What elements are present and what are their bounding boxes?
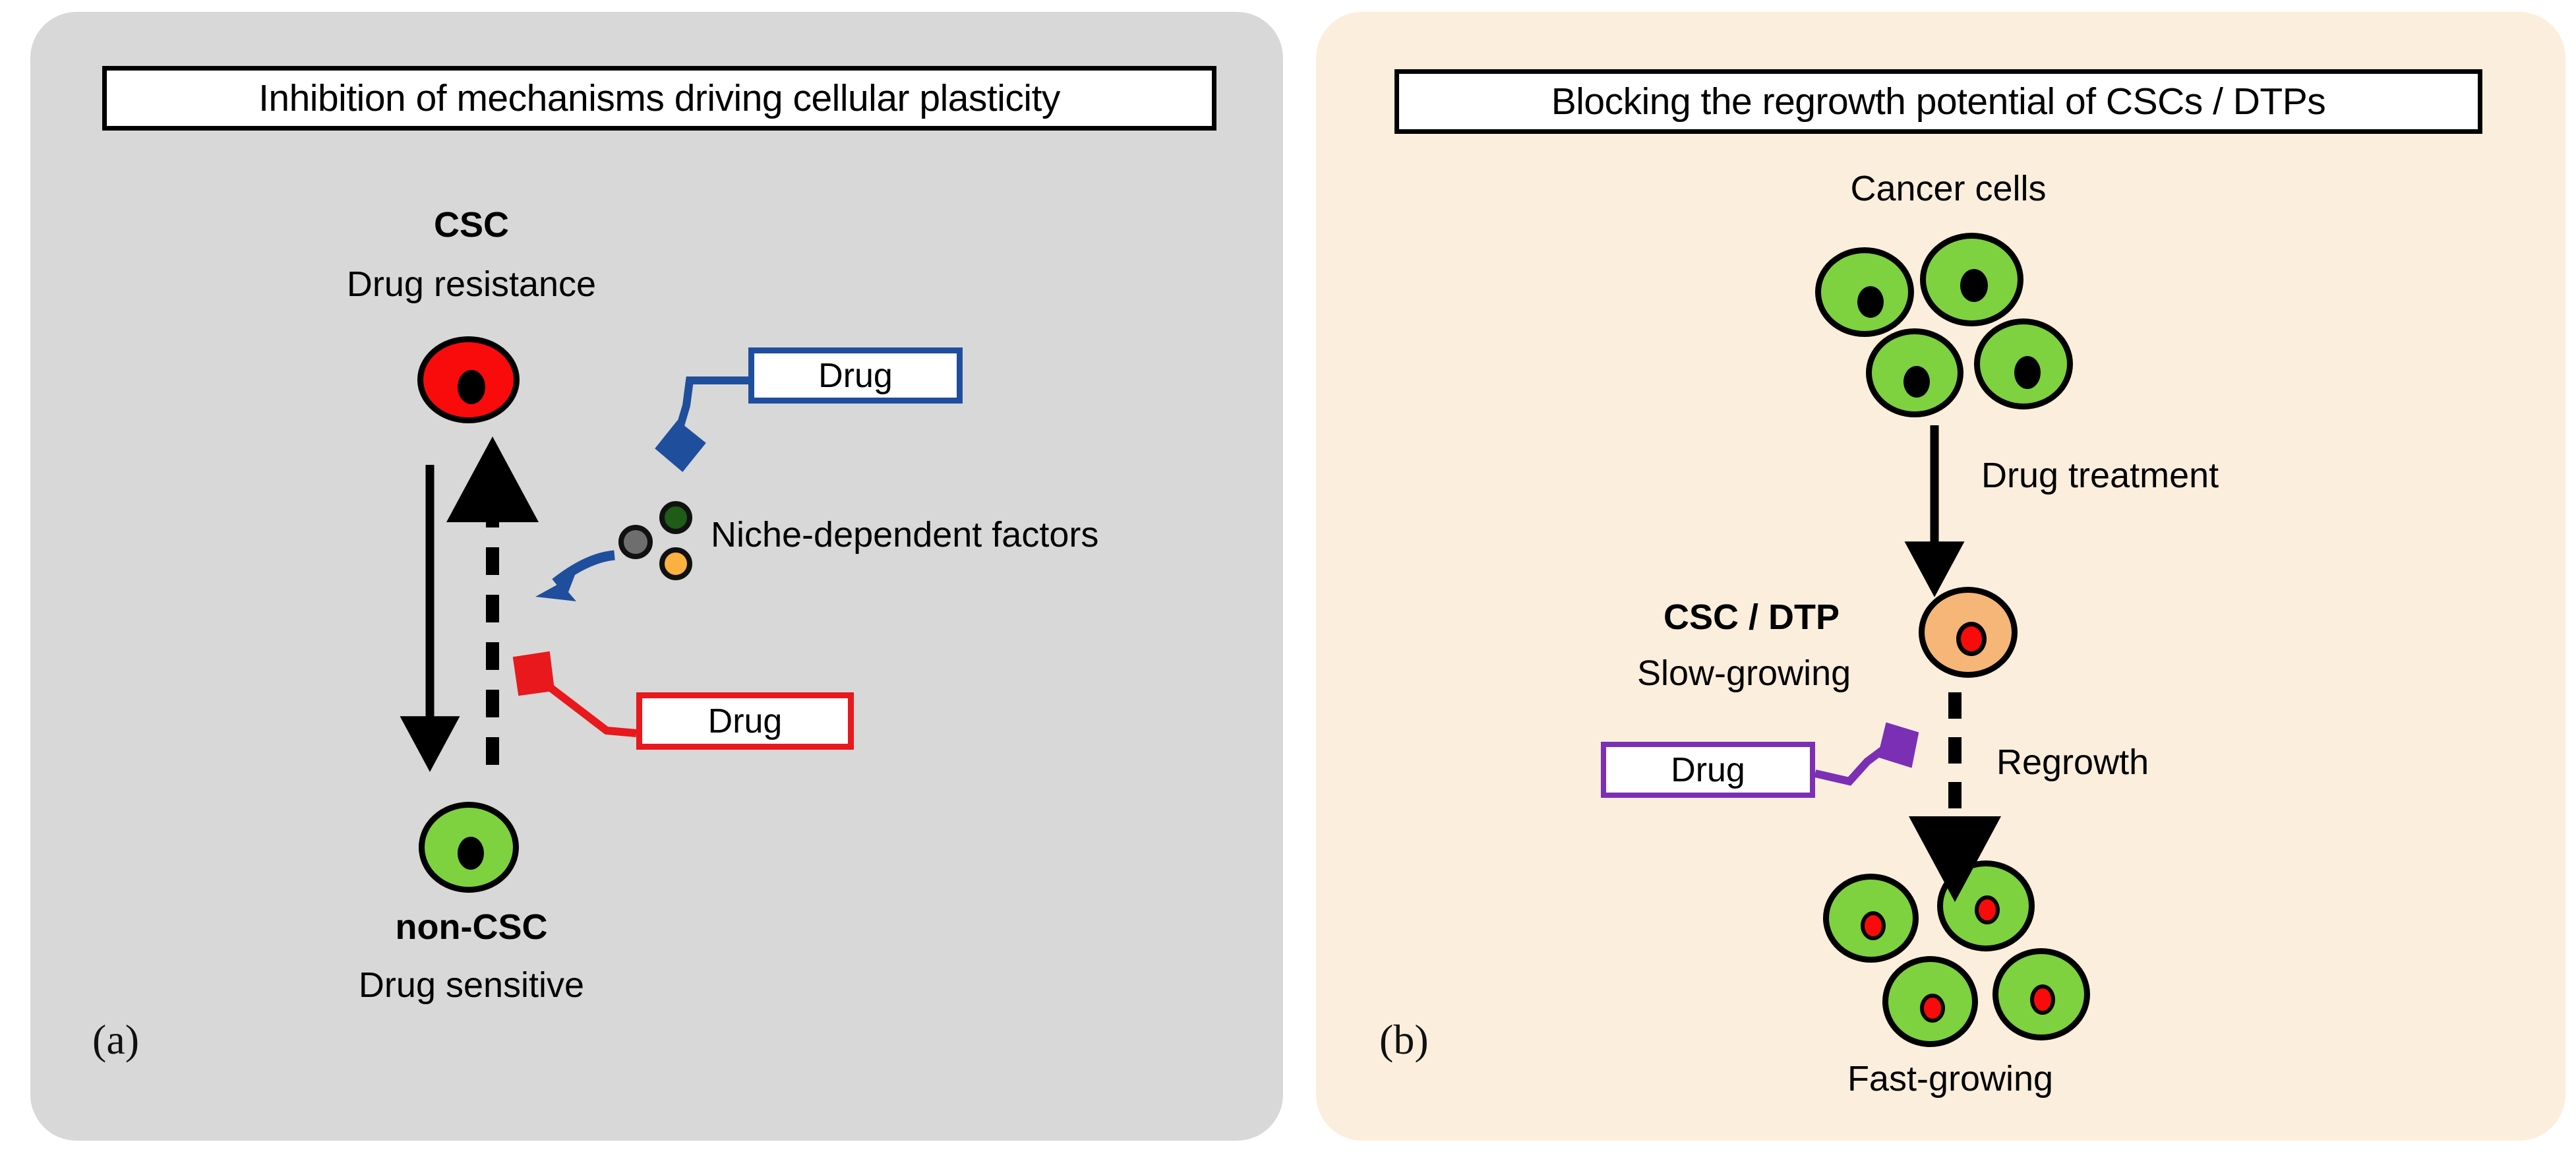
csc-name-label: CSC bbox=[433, 205, 510, 245]
fast-growing-nucleus bbox=[1861, 911, 1886, 940]
cancer-cell-nucleus bbox=[1903, 366, 1930, 398]
panel-a-background bbox=[30, 12, 1283, 1141]
non-csc-name-label: non-CSC bbox=[395, 907, 548, 947]
csc-dtp-name-label: CSC / DTP bbox=[1663, 597, 1840, 637]
panel-b-letter: (b) bbox=[1379, 1016, 1429, 1063]
non-csc-nucleus bbox=[458, 837, 484, 870]
csc-cell bbox=[417, 336, 520, 423]
cancer-cell bbox=[1866, 328, 1963, 417]
fast-growing-cell bbox=[1823, 874, 1919, 963]
niche-factor-gray-icon bbox=[618, 525, 653, 559]
drug-treatment-label: Drug treatment bbox=[1981, 456, 2219, 495]
cancer-cell bbox=[1920, 233, 2023, 326]
panel-a-letter: (a) bbox=[92, 1016, 140, 1063]
niche-factor-green-icon bbox=[659, 501, 692, 534]
csc-nucleus bbox=[458, 370, 485, 404]
fast-growing-nucleus bbox=[2030, 984, 2055, 1015]
csc-dtp-nucleus bbox=[1956, 622, 1987, 656]
fast-growing-cell bbox=[1992, 948, 2090, 1040]
cancer-cell bbox=[1974, 318, 2073, 409]
cancer-cell-nucleus bbox=[1857, 286, 1884, 318]
cancer-cell-nucleus bbox=[1960, 269, 1988, 302]
niche-dependent-factors-label: Niche-dependent factors bbox=[711, 515, 1099, 555]
fast-growing-cell bbox=[1937, 860, 2035, 951]
csc-dtp-cell bbox=[1919, 587, 2018, 678]
regrowth-label: Regrowth bbox=[1996, 742, 2149, 782]
fast-growing-cell bbox=[1882, 956, 1978, 1047]
fast-growing-nucleus bbox=[1920, 994, 1945, 1023]
non-csc-state-label: Drug sensitive bbox=[358, 965, 585, 1005]
non-csc-cell bbox=[419, 802, 519, 893]
drug-box-purple[interactable]: Drug bbox=[1601, 742, 1815, 798]
drug-box-red[interactable]: Drug bbox=[636, 692, 854, 750]
fast-growing-label: Fast-growing bbox=[1847, 1059, 2054, 1098]
panel-a-title: Inhibition of mechanisms driving cellula… bbox=[102, 66, 1216, 131]
niche-factor-orange-icon bbox=[659, 547, 692, 580]
cancer-cell bbox=[1815, 247, 1914, 337]
csc-state-label: Drug resistance bbox=[346, 264, 597, 304]
cancer-cell-nucleus bbox=[2014, 356, 2041, 389]
panel-b-title: Blocking the regrowth potential of CSCs … bbox=[1394, 69, 2482, 134]
cancer-cells-label: Cancer cells bbox=[1850, 169, 2047, 208]
fast-growing-nucleus bbox=[1975, 895, 2000, 924]
csc-dtp-state-label: Slow-growing bbox=[1637, 653, 1851, 693]
drug-box-blue[interactable]: Drug bbox=[748, 347, 963, 404]
